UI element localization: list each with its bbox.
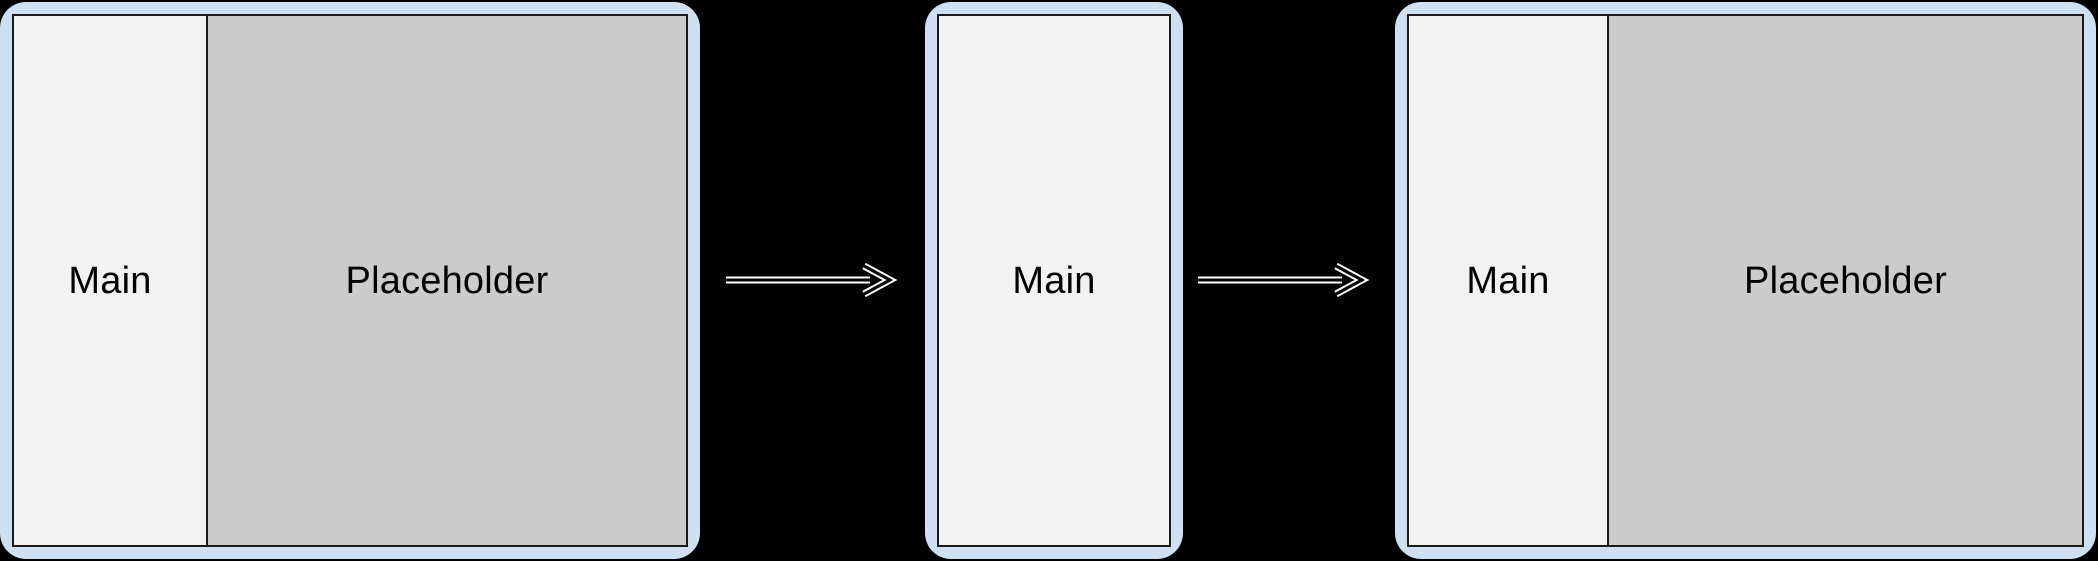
figure-1-inner-frame: Main Placeholder xyxy=(12,14,688,547)
region-placeholder-1-label: Placeholder xyxy=(345,259,549,302)
region-main-3[interactable]: Main xyxy=(1409,16,1607,545)
region-main-2[interactable]: Main xyxy=(939,16,1169,545)
region-placeholder-1[interactable]: Placeholder xyxy=(206,16,686,545)
region-main-2-label: Main xyxy=(1012,259,1096,302)
region-placeholder-3[interactable]: Placeholder xyxy=(1607,16,2082,545)
figure-compact-view-main-only[interactable]: Main xyxy=(925,2,1183,559)
transition-arrow-one xyxy=(724,258,900,302)
figure-2-inner-frame: Main xyxy=(937,14,1171,547)
transition-arrow-two xyxy=(1196,258,1372,302)
region-placeholder-3-label: Placeholder xyxy=(1744,259,1947,302)
region-main-1[interactable]: Main xyxy=(14,16,206,545)
figure-3-inner-frame: Main Placeholder xyxy=(1407,14,2084,547)
arrow-right-icon xyxy=(1198,262,1370,298)
region-main-1-label: Main xyxy=(68,259,152,302)
region-main-3-label: Main xyxy=(1466,259,1550,302)
arrow-right-icon xyxy=(726,262,898,298)
figure-split-view-expanded-restored[interactable]: Main Placeholder xyxy=(1395,2,2096,559)
figure-split-view-expanded-initial[interactable]: Main Placeholder xyxy=(0,2,700,559)
